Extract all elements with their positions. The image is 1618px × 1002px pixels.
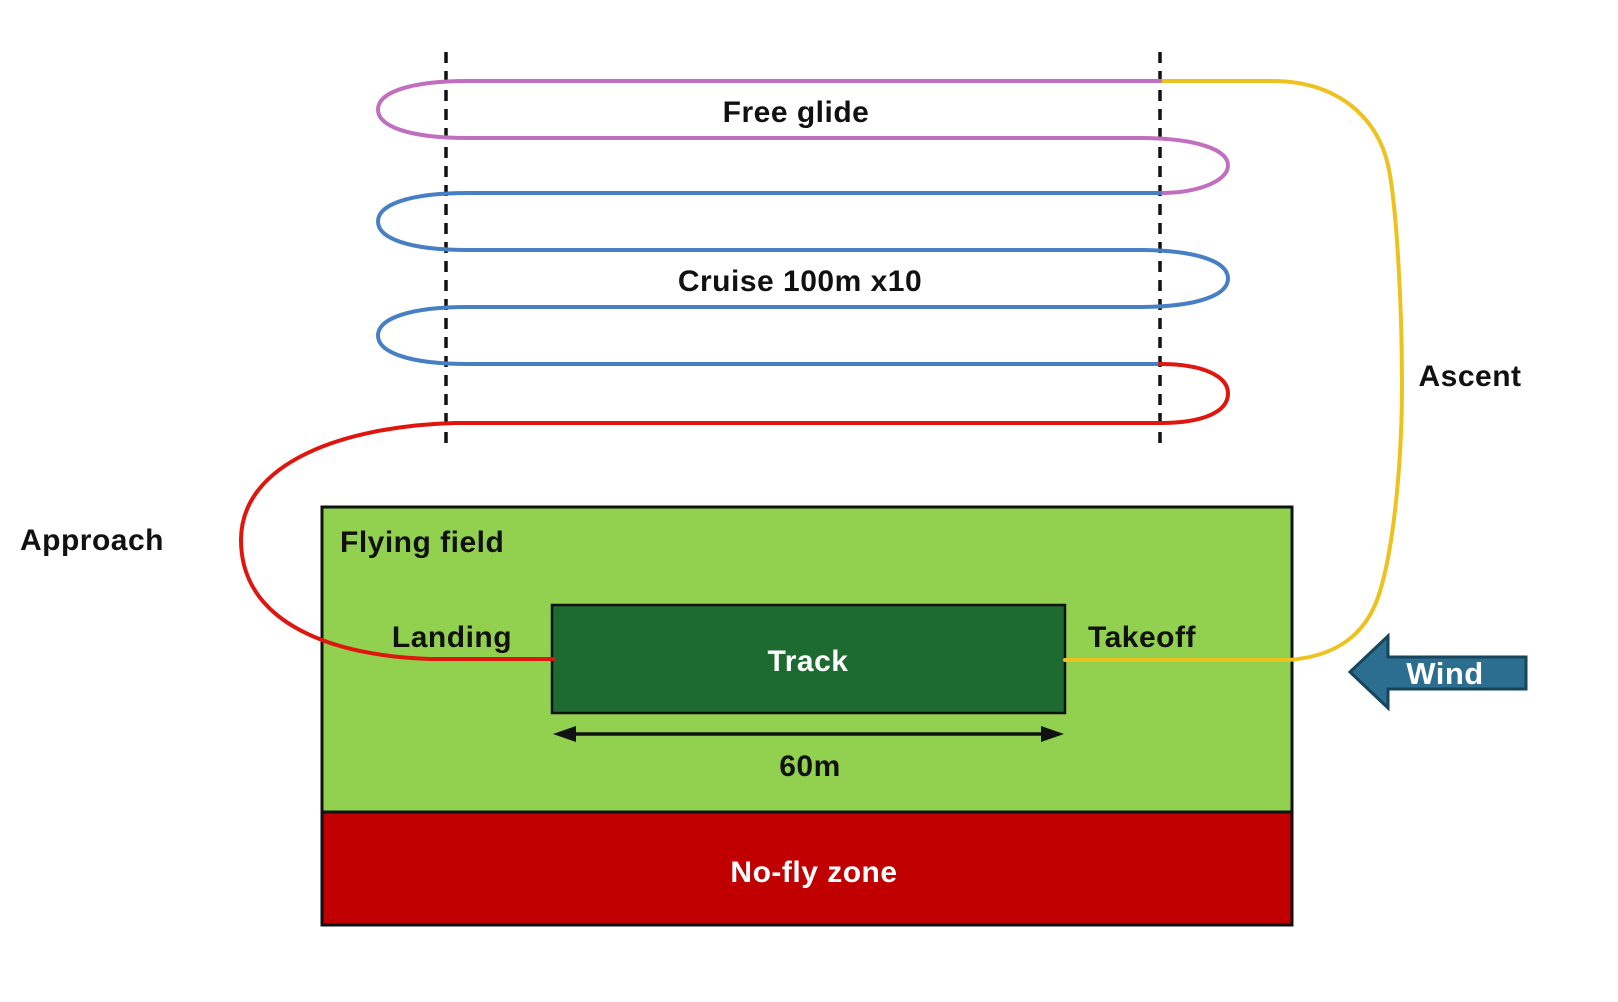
cruise-path [375,191,1231,366]
ascent-path [1063,79,1405,662]
approach-path [238,362,1231,661]
wind-label: Wind [1406,656,1483,691]
no-fly-zone-label: No-fly zone [730,856,897,889]
flying-field-label: Flying field [340,526,504,559]
takeoff-label: Takeoff [1088,621,1196,654]
landing-label: Landing [392,621,512,654]
cruise-label: Cruise 100m x10 [678,265,922,298]
arrowhead-right-icon [1041,726,1064,742]
approach-label: Approach [20,524,164,557]
ascent-label: Ascent [1418,360,1521,393]
track-label: Track [768,645,849,678]
track-length-label: 60m [779,750,841,783]
free-glide-path [375,79,1231,195]
no-fly-zone-rect [320,810,1294,927]
wind-arrow-icon [1347,632,1528,712]
free-glide-label: Free glide [723,96,870,129]
track-dimension-arrow [553,726,1064,742]
arrowhead-left-icon [553,726,576,742]
